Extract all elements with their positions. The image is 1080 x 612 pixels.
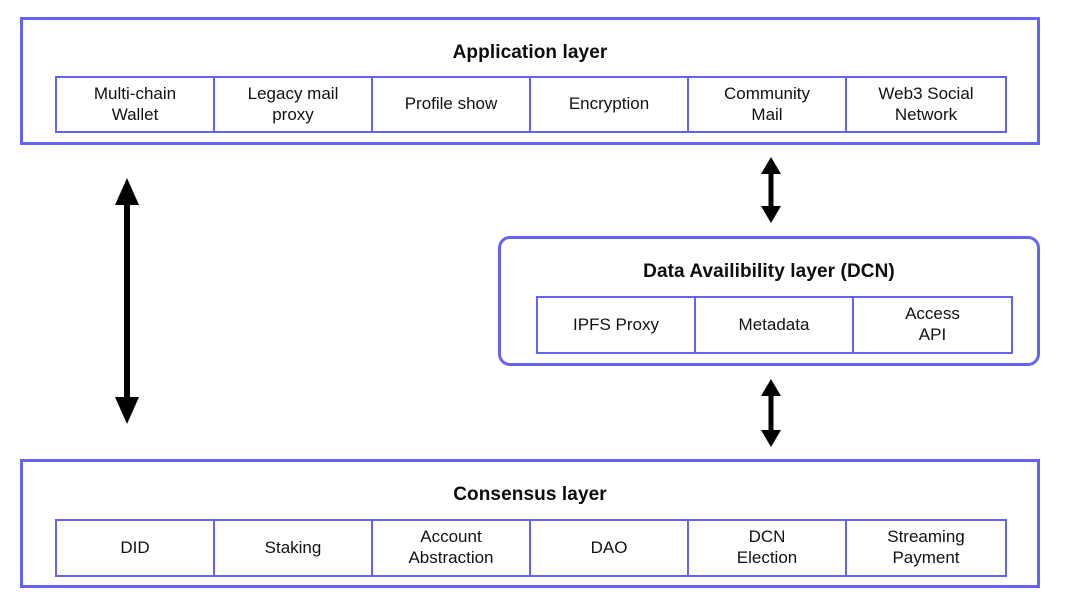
arrow-data-availability-to-consensus <box>755 378 787 448</box>
data-availability-layer-cell: Metadata <box>696 298 854 352</box>
arrow-application-to-data-availability <box>755 156 787 224</box>
consensus-layer-cell: Streaming Payment <box>887 527 965 567</box>
consensus-layer-cell: DAO <box>531 521 689 575</box>
consensus-layer-cell: DID <box>57 521 215 575</box>
consensus-layer-title: Consensus layer <box>453 484 607 505</box>
application-layer-cell: Community Mail <box>689 78 847 131</box>
data-availability-layer-box: Data Availibility layer (DCN) IPFS Proxy… <box>498 236 1040 366</box>
application-layer-cell: Encryption <box>531 78 689 131</box>
consensus-layer-cell: Staking <box>215 521 373 575</box>
consensus-layer-cell: DCN Election <box>689 521 847 575</box>
data-availability-layer-title: Data Availibility layer (DCN) <box>643 261 895 282</box>
application-layer-cell: Profile show <box>373 78 531 131</box>
data-availability-layer-cell: IPFS Proxy <box>538 298 696 352</box>
consensus-layer-cell: Account Abstraction <box>373 521 531 575</box>
application-layer-cell: Legacy mail proxy <box>215 78 373 131</box>
application-layer-cell: Multi-chain Wallet <box>57 78 215 131</box>
data-availability-layer-cell: Access API <box>905 304 960 344</box>
application-layer-title: Application layer <box>452 42 608 63</box>
application-layer-cell: Web3 Social Network <box>878 83 974 124</box>
arrow-application-to-consensus <box>110 177 144 425</box>
